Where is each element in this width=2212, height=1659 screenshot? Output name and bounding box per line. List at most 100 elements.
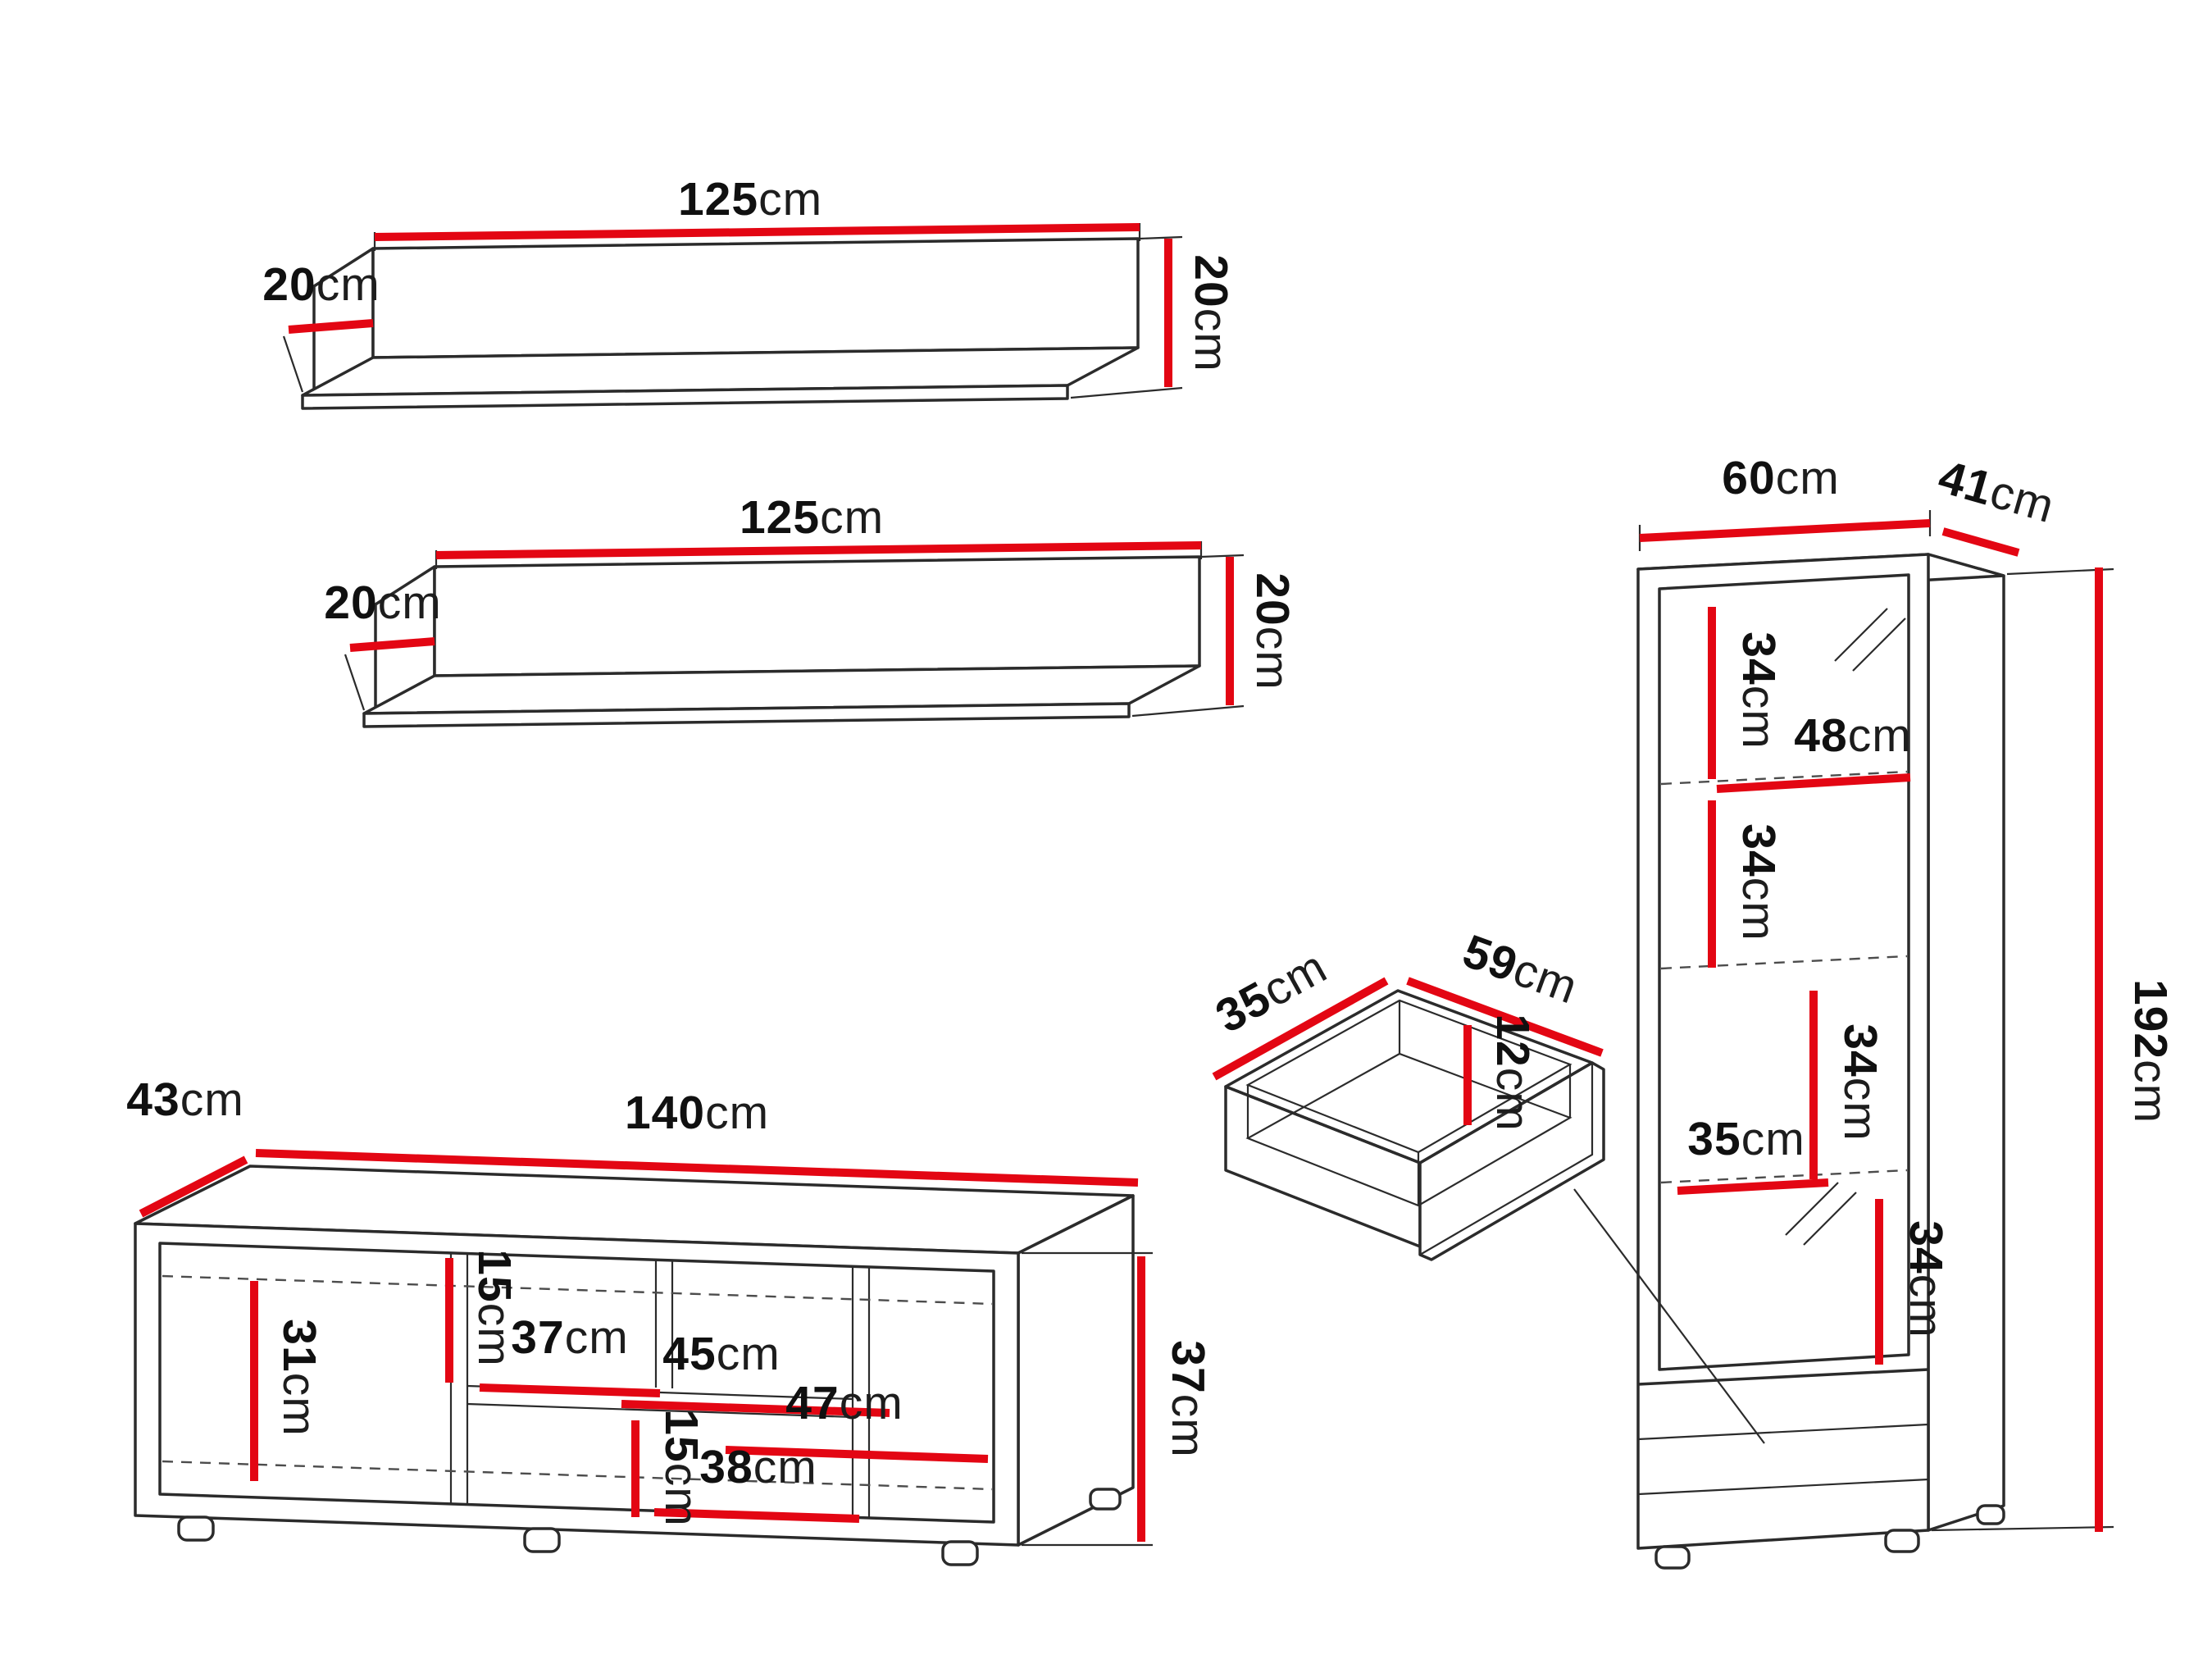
dim-unit: cm (2124, 1060, 2177, 1123)
wall-shelf-2-drawing: 125cm 20cm 20cm (324, 491, 1299, 728)
tv-stand-hidden-back-bottom (162, 1460, 993, 1491)
dim-value: 34 (1732, 631, 1785, 685)
shelf-board-front (301, 384, 1069, 410)
dim-unit: cm (840, 1377, 903, 1429)
drawer-drawing: 35cm 59cm 12cm (1208, 925, 1605, 1261)
cabinet-section-top-label: 34cm (1732, 631, 1785, 749)
cabinet-width-label: 60cm (1722, 452, 1839, 504)
tv-shelf-width-dim-line (621, 1400, 890, 1417)
tv-depth-label: 43cm (126, 1073, 244, 1126)
extension-line (282, 335, 304, 393)
cabinet-depth-dim-line (1941, 527, 2020, 557)
dim-value: 125 (740, 491, 820, 544)
dim-unit: cm (180, 1073, 244, 1126)
tv-upper-niche-width-dim-line (479, 1383, 661, 1397)
cabinet-upper-width-label: 48cm (1794, 709, 1911, 762)
drawer-width-dim-line (1406, 977, 1604, 1057)
cabinet-drawing: 60cm 41cm 192cm 34cm 48cm 34cm 34cm 35cm… (1636, 450, 2177, 1570)
dim-unit: cm (1486, 1068, 1539, 1132)
tv-stand-hidden-back-top (162, 1274, 993, 1306)
extension-line (1931, 1525, 2114, 1532)
dim-unit: cm (1162, 1394, 1214, 1458)
dim-value: 48 (1794, 709, 1847, 762)
shelf-width-label: 125cm (678, 173, 822, 226)
drawer-front-panel-edge (1419, 1063, 1594, 1256)
cabinet-section-second-label: 34cm (1732, 823, 1785, 941)
dim-unit: cm (753, 1441, 817, 1493)
shelf-width-dim-line (374, 223, 1140, 241)
dim-value: 60 (1722, 452, 1775, 504)
cabinet-depth-label: 41cm (1932, 450, 2060, 533)
dim-unit: cm (655, 1463, 708, 1527)
dim-value: 15 (655, 1409, 708, 1462)
dim-unit: cm (273, 1373, 325, 1437)
extension-line (1131, 704, 1245, 718)
dim-unit: cm (1732, 877, 1785, 941)
tv-stand-drawing: 43cm 140cm 31cm 15cm 37cm 45cm 47cm 15cm… (126, 1073, 1214, 1566)
extension-line (1139, 235, 1183, 240)
dim-value: 192 (2124, 979, 2177, 1060)
dim-value: 31 (273, 1319, 325, 1372)
cabinet-shelf-line (1660, 955, 1908, 970)
dim-unit: cm (1834, 1078, 1887, 1142)
dim-unit: cm (705, 1087, 769, 1139)
dim-value: 140 (625, 1087, 705, 1139)
dim-unit: cm (1732, 686, 1785, 750)
shelf-back-panel (371, 237, 1140, 359)
tv-width-label: 140cm (625, 1087, 769, 1139)
tv-stand-foot (941, 1540, 979, 1566)
dim-unit: cm (316, 258, 380, 311)
tv-stand-inner-frame (158, 1242, 995, 1524)
dim-value: 34 (1900, 1220, 1952, 1274)
drawer-inner-bottom (1245, 1052, 1573, 1207)
drawer-depth-dim-line (1212, 977, 1389, 1081)
dim-value: 38 (699, 1441, 753, 1493)
shelf-depth-label: 20cm (324, 577, 441, 629)
cabinet-side-face (1927, 553, 2005, 1532)
extension-line (344, 654, 366, 711)
tv-stand-divider-right (851, 1266, 871, 1518)
tv-stand-front-face (134, 1222, 1020, 1547)
drawer-width-label: 59cm (1456, 925, 1585, 1014)
shelf-depth-dim-line (349, 637, 435, 652)
cabinet-drawer-divider (1637, 1478, 1929, 1496)
cabinet-foot (1654, 1545, 1691, 1570)
tv-left-height-label: 31cm (273, 1319, 325, 1436)
dim-value: 47 (785, 1377, 839, 1429)
tv-shelf-width-label: 45cm (662, 1328, 780, 1380)
tv-stand-foot (177, 1515, 215, 1542)
cabinet-lower-width-dim-line (1677, 1178, 1829, 1195)
cabinet-glass-door-frame (1658, 573, 1910, 1371)
cabinet-section-third-label: 34cm (1834, 1023, 1887, 1141)
drawer-depth-label: 35cm (1208, 941, 1336, 1043)
dim-value: 15 (468, 1249, 521, 1302)
cabinet-upper-width-dim-line (1716, 773, 1911, 793)
tv-depth-dim-line (139, 1155, 248, 1218)
cabinet-section-bottom-label: 34cm (1900, 1220, 1952, 1338)
extension-line (1070, 386, 1183, 399)
drawer-outer-rim (1224, 989, 1594, 1164)
dim-unit: cm (758, 173, 822, 226)
dim-value: 12 (1486, 1014, 1539, 1067)
extension-line (1200, 554, 1245, 558)
shelf-back-panel (433, 555, 1201, 677)
dim-unit: cm (468, 1303, 521, 1367)
dim-value: 43 (126, 1073, 180, 1126)
tv-right-comp-width-label: 47cm (785, 1377, 903, 1429)
wall-shelf-1-drawing: 125cm 20cm 20cm (262, 173, 1237, 410)
cabinet-lower-width-label: 35cm (1687, 1113, 1805, 1165)
cabinet-shelf-line (1660, 1169, 1908, 1184)
dim-unit: cm (1741, 1113, 1805, 1165)
cabinet-shelf-line (1660, 770, 1908, 786)
glass-hatch-marks (1834, 608, 1906, 672)
dim-value: 125 (678, 173, 758, 226)
tv-stand-foot (523, 1527, 561, 1553)
dim-value: 20 (1246, 572, 1299, 626)
dim-unit: cm (717, 1328, 781, 1380)
tv-lower-niche-width-label: 38cm (699, 1441, 817, 1493)
cabinet-height-label: 192cm (2124, 979, 2177, 1123)
dim-unit: cm (1185, 308, 1237, 372)
drawer-left-front-face (1224, 1085, 1422, 1248)
